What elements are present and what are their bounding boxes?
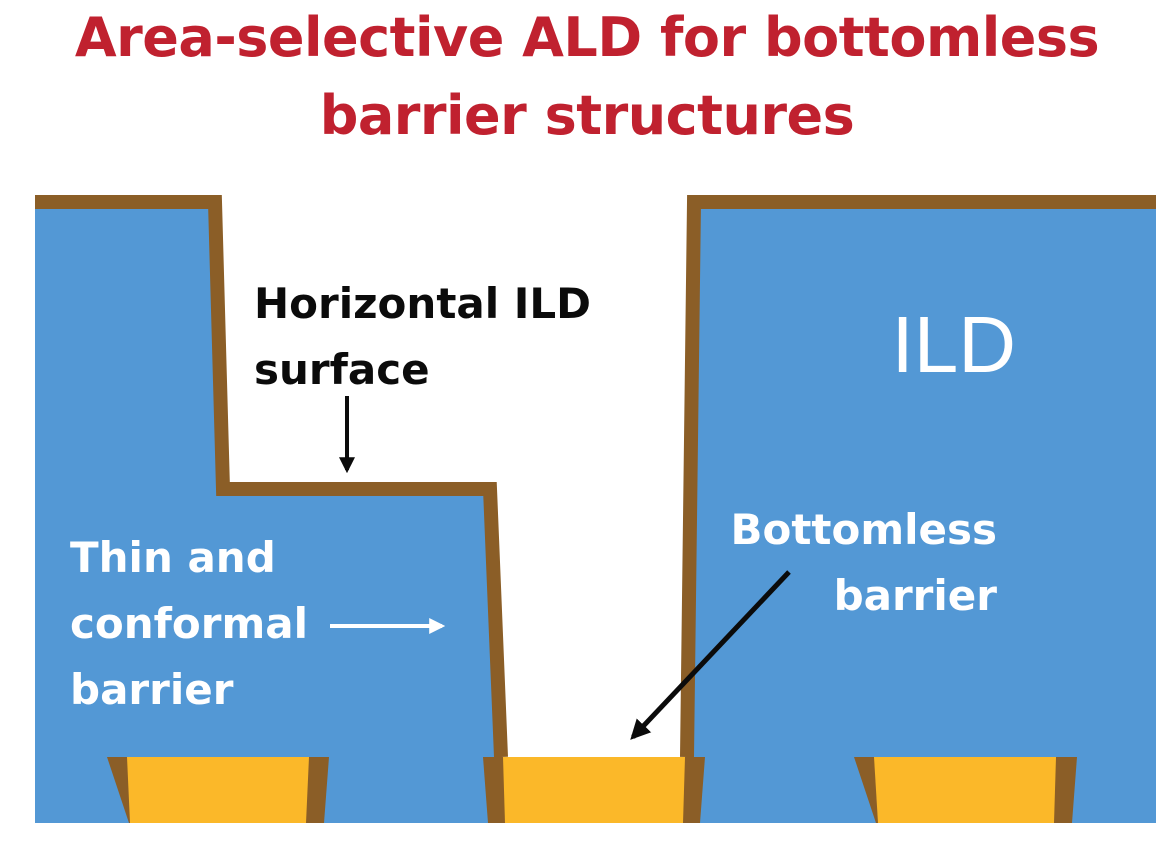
- right-conformal-barrier: [680, 195, 1156, 758]
- ild-label: ILD: [892, 300, 1017, 389]
- thin-barrier-label-line-3: barrier: [70, 665, 234, 714]
- metal-line-right: [854, 757, 1077, 823]
- horizontal-ild-label-line-2: surface: [254, 345, 430, 394]
- thin-barrier-label-line-2: conformal: [70, 599, 308, 648]
- horizontal-ild-label-line-1: Horizontal ILD: [254, 279, 591, 328]
- left-ild-block: [35, 202, 501, 757]
- title-line-1: Area-selective ALD for bottomless: [75, 6, 1099, 69]
- left-conformal-barrier: [35, 195, 508, 758]
- metal-line-center: [483, 757, 705, 823]
- bottomless-barrier-arrow: [630, 570, 791, 740]
- thin-barrier-label-line-1: Thin and: [70, 533, 276, 582]
- bottomless-barrier-label-line-1: Bottomless: [730, 505, 997, 554]
- title-line-2: barrier structures: [320, 84, 855, 147]
- right-ild-block: [687, 202, 1156, 757]
- bottomless-barrier-label-line-2: barrier: [834, 571, 998, 620]
- metal-line-left: [107, 757, 329, 823]
